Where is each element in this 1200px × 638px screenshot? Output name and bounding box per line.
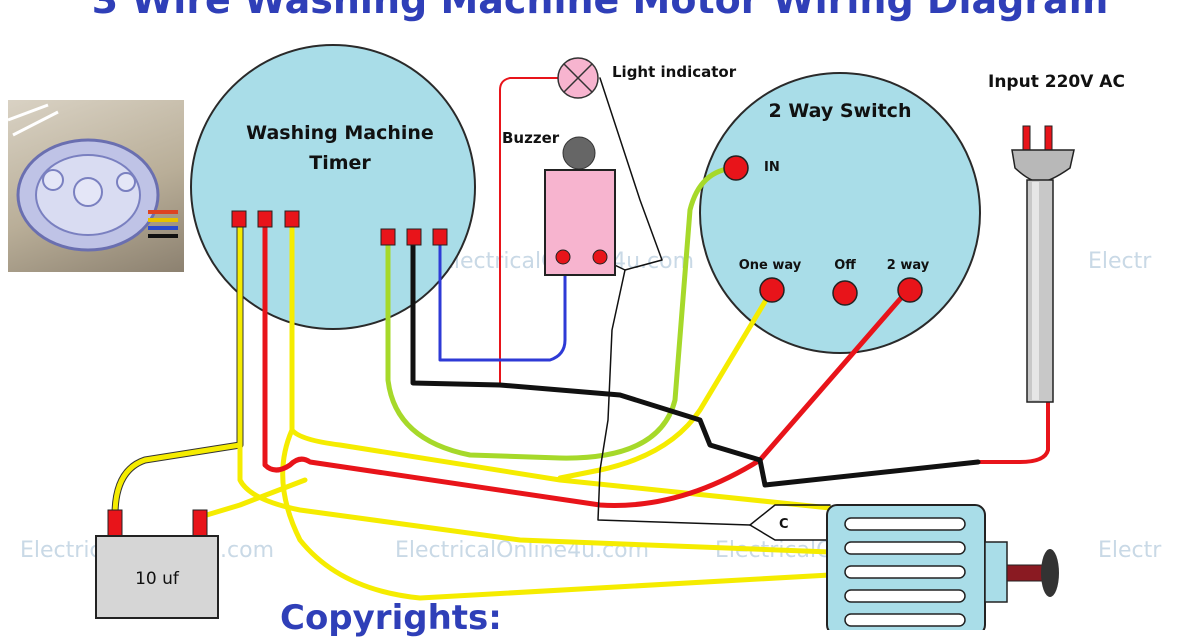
switch-terminals [723, 155, 923, 306]
plug-head [1011, 149, 1075, 183]
switch-title: 2 Way Switch [769, 100, 912, 122]
capacitor-terminal [192, 509, 208, 537]
plug-pin [1044, 125, 1053, 152]
capacitor-body [95, 535, 219, 619]
switch-off-terminal [832, 280, 858, 306]
motor-common-label: C [779, 517, 789, 532]
timer-terminal [380, 228, 396, 246]
switch-in-terminal [723, 155, 749, 181]
wire-yellow [280, 427, 833, 601]
wire-yellow [197, 477, 308, 520]
switch-two-way-terminal [897, 277, 923, 303]
switch-two-way-label: 2 way [887, 258, 930, 273]
watermark-layer: ElectricalOnline4u.com ElectricalOnline4… [20, 249, 1162, 563]
switch-one-way-terminal [759, 277, 785, 303]
wire-black [410, 237, 981, 488]
wire-blue [438, 238, 567, 362]
switch-one-way-label: One way [739, 258, 802, 273]
timer-label-line1: Washing Machine [246, 122, 434, 144]
timer-terminal [432, 228, 448, 246]
timer-label-line2: Timer [309, 152, 371, 174]
buzzer-label: Buzzer [502, 129, 560, 147]
wire-thin [599, 77, 663, 271]
wire-yellow [112, 222, 243, 518]
watermark-text: Electr [1088, 249, 1152, 274]
timer-terminal [406, 228, 422, 246]
timer-terminal [231, 210, 247, 228]
buzzer-terminal [592, 249, 608, 265]
switch-off-label: Off [834, 258, 856, 273]
copyright-text: Copyrights: [280, 598, 502, 638]
wire-thin [749, 524, 831, 541]
timer-photo-image [8, 103, 178, 252]
capacitor-terminal [107, 509, 123, 537]
motor [826, 504, 1059, 630]
wire-red-thin [499, 77, 559, 386]
buzzer-knob [562, 136, 596, 170]
light-indicator [557, 57, 599, 99]
input-label: Input 220V AC [988, 72, 1125, 92]
wire-red [262, 222, 911, 508]
wire-yellow [557, 287, 775, 481]
motor-pulley [1041, 549, 1059, 597]
timer-terminals [231, 210, 448, 246]
page-title: 3 Wire Washing Machine Motor Wiring Diag… [91, 0, 1109, 22]
light-indicator-label: Light indicator [612, 63, 737, 81]
plug [1011, 125, 1075, 403]
timer-body [190, 44, 476, 330]
plug-cord [1026, 179, 1054, 403]
timer-terminal [257, 210, 273, 228]
wire-red [976, 398, 1050, 464]
wire-thin [749, 504, 831, 526]
wire-green [385, 165, 738, 461]
motor-flange [984, 541, 1008, 603]
timer-terminal [284, 210, 300, 228]
buzzer-terminal [555, 249, 571, 265]
capacitor-label: 10 uf [135, 569, 180, 589]
plug-pin [1022, 125, 1031, 152]
watermark-text: Electr [1098, 538, 1162, 563]
wire-yellow [237, 437, 833, 555]
timer-photo [8, 100, 184, 272]
switch-in-label: IN [764, 160, 780, 175]
